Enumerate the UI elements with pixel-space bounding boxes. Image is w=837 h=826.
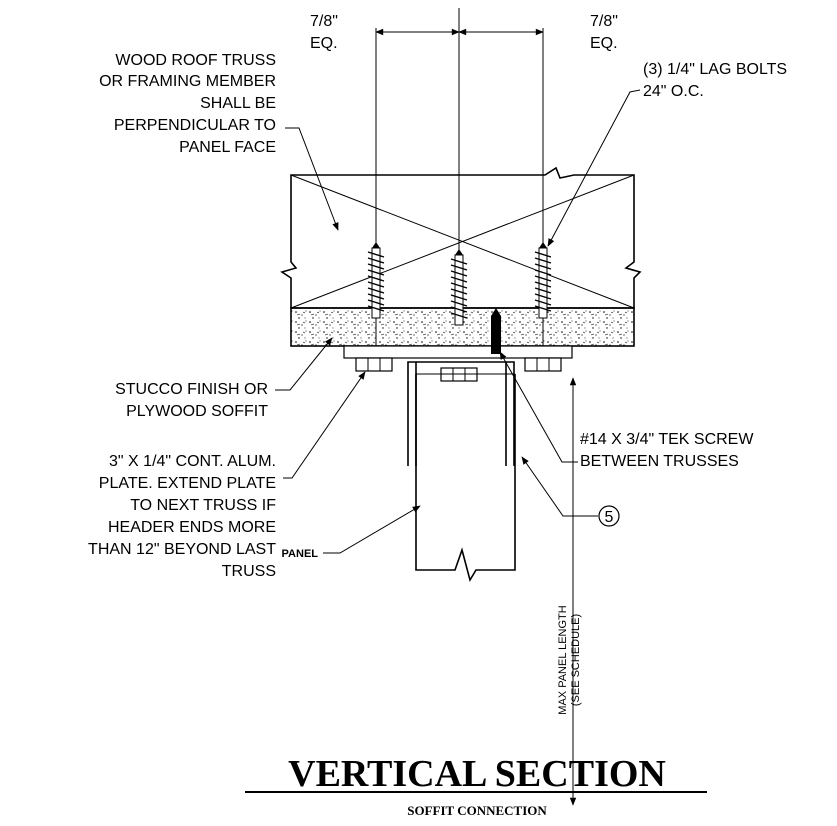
svg-text:WOOD ROOF TRUSS: WOOD ROOF TRUSS bbox=[115, 52, 276, 69]
aluminum-plate bbox=[343, 345, 573, 359]
svg-text:5: 5 bbox=[605, 509, 614, 526]
left-dimension: 7/8" bbox=[310, 13, 338, 30]
leader-lines bbox=[275, 89, 641, 554]
svg-text:(SEE SCHEDULE): (SEE SCHEDULE) bbox=[570, 614, 582, 706]
svg-text:THAN 12" BEYOND LAST: THAN 12" BEYOND LAST bbox=[88, 541, 276, 558]
svg-text:PLYWOOD SOFFIT: PLYWOOD SOFFIT bbox=[126, 403, 268, 420]
stucco-label: STUCCO FINISH OR PLYWOOD SOFFIT bbox=[115, 381, 268, 420]
right-eq-label: EQ. bbox=[590, 35, 618, 52]
drawing-subtitle: SOFFIT CONNECTION bbox=[407, 803, 547, 818]
panel-label: PANEL bbox=[282, 548, 319, 560]
svg-text:PERPENDICULAR TO: PERPENDICULAR TO bbox=[114, 117, 276, 134]
tek-screw-label: #14 X 3/4" TEK SCREW BETWEEN TRUSSES bbox=[580, 431, 754, 470]
right-dimension: 7/8" bbox=[590, 13, 618, 30]
plate-label: 3" X 1/4" CONT. ALUM. PLATE. EXTEND PLAT… bbox=[88, 453, 276, 580]
detail-callout: 5 bbox=[598, 505, 620, 527]
svg-text:HEADER ENDS MORE: HEADER ENDS MORE bbox=[108, 519, 276, 536]
truss-label: WOOD ROOF TRUSS OR FRAMING MEMBER SHALL … bbox=[99, 52, 276, 156]
svg-text:PLATE. EXTEND PLATE: PLATE. EXTEND PLATE bbox=[99, 475, 276, 492]
svg-text:(3) 1/4" LAG BOLTS: (3) 1/4" LAG BOLTS bbox=[643, 61, 787, 78]
svg-text:STUCCO FINISH OR: STUCCO FINISH OR bbox=[115, 381, 268, 398]
roof-truss bbox=[280, 166, 642, 309]
svg-text:TRUSS: TRUSS bbox=[222, 563, 276, 580]
svg-text:SHALL BE: SHALL BE bbox=[200, 95, 276, 112]
svg-text:3" X 1/4" CONT. ALUM.: 3" X 1/4" CONT. ALUM. bbox=[109, 453, 276, 470]
panel bbox=[415, 373, 516, 583]
lag-bolts-label: (3) 1/4" LAG BOLTS 24" O.C. bbox=[643, 61, 787, 100]
svg-text:OR FRAMING MEMBER: OR FRAMING MEMBER bbox=[99, 73, 276, 90]
svg-text:24" O.C.: 24" O.C. bbox=[643, 83, 704, 100]
max-length-label: MAX PANEL LENGTH (SEE SCHEDULE) bbox=[557, 605, 582, 714]
svg-text:TO NEXT TRUSS IF: TO NEXT TRUSS IF bbox=[130, 497, 276, 514]
tek-screw bbox=[491, 308, 501, 354]
left-eq-label: EQ. bbox=[310, 35, 338, 52]
svg-text:PANEL FACE: PANEL FACE bbox=[179, 139, 276, 156]
svg-text:BETWEEN TRUSSES: BETWEEN TRUSSES bbox=[580, 453, 739, 470]
drawing-title: VERTICAL SECTION bbox=[288, 753, 666, 795]
svg-text:MAX PANEL LENGTH: MAX PANEL LENGTH bbox=[557, 605, 569, 714]
svg-text:#14 X 3/4" TEK SCREW: #14 X 3/4" TEK SCREW bbox=[580, 431, 754, 448]
